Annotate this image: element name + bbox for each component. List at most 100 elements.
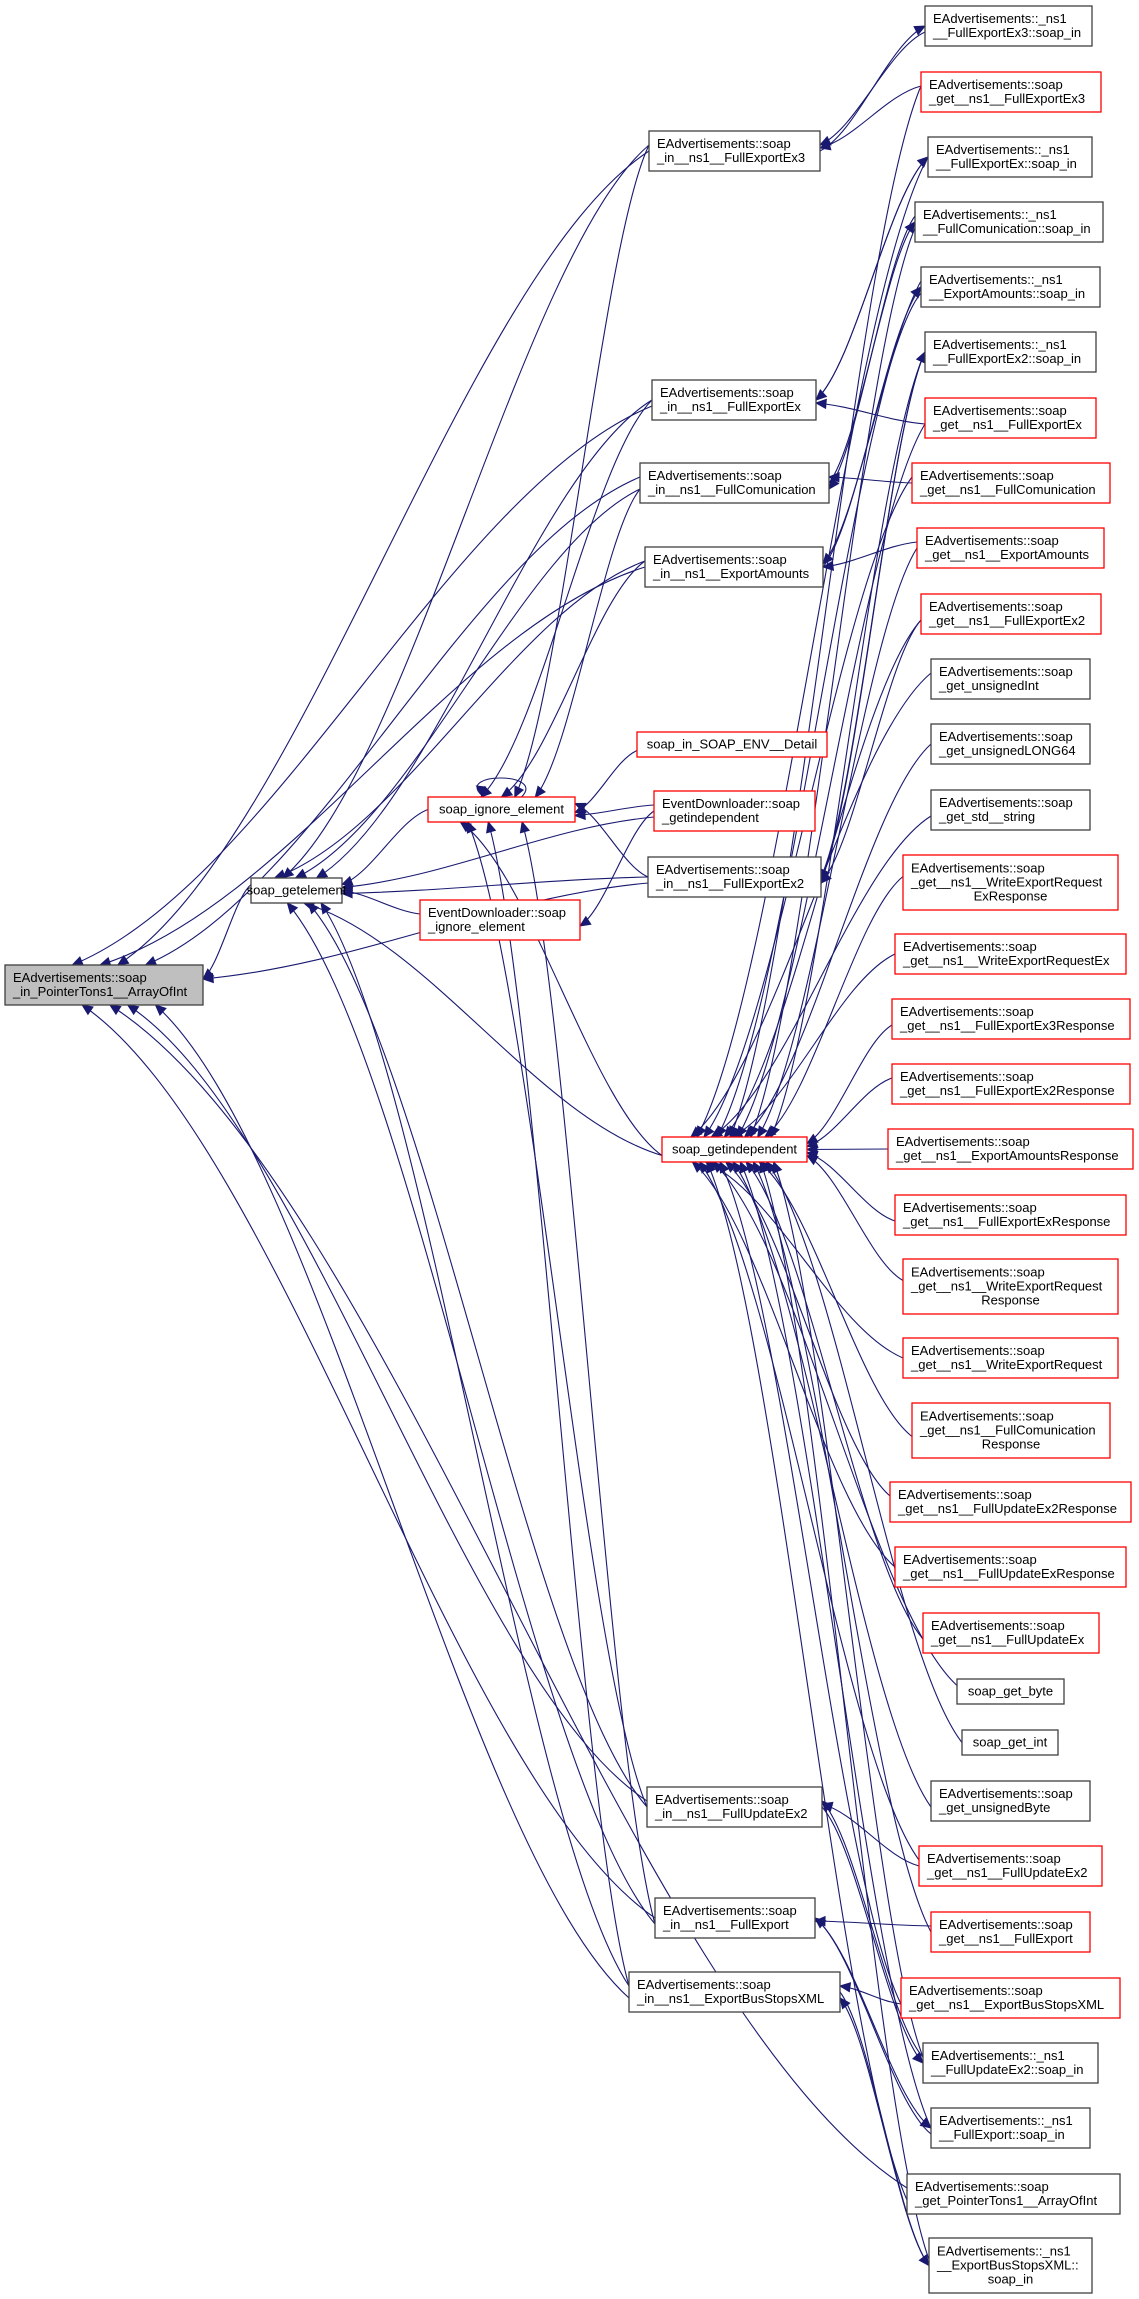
node-getelement[interactable]: soap_getelement [247, 877, 347, 904]
node-r-get-writeexportrequestresponse[interactable]: EAdvertisements::soap_get__ns1__WriteExp… [902, 1258, 1119, 1315]
node-box[interactable] [930, 658, 1091, 700]
node-root[interactable]: EAdvertisements::soap_in_PointerTons1__A… [4, 964, 204, 1006]
node-r-exportamounts-soapin[interactable]: EAdvertisements::_ns1__ExportAmounts::so… [920, 266, 1101, 308]
node-box[interactable] [4, 964, 204, 1006]
node-r-get-pointertons1-arrayofint[interactable]: EAdvertisements::soap_get_PointerTons1__… [906, 2173, 1121, 2215]
node-box[interactable] [930, 789, 1091, 831]
node-box[interactable] [924, 397, 1097, 439]
node-r-fullexport-soapin[interactable]: EAdvertisements::_ns1__FullExport::soap_… [930, 2107, 1091, 2149]
node-r-fullexportex3-soapin[interactable]: EAdvertisements::_ns1__FullExportEx3::so… [924, 5, 1093, 47]
node-box[interactable] [894, 1546, 1127, 1588]
node-r-get-writeexportrequestexresponse[interactable]: EAdvertisements::soap_get__ns1__WriteExp… [902, 854, 1119, 911]
node-r-get-exportamountsresponse[interactable]: EAdvertisements::soap_get__ns1__ExportAm… [887, 1128, 1134, 1170]
node-box[interactable] [920, 71, 1102, 113]
node-box[interactable] [639, 462, 830, 504]
node-r-get-unsignedlong64[interactable]: EAdvertisements::soap_get_unsignedLONG64 [930, 723, 1091, 765]
node-r-fullexportex2-soapin[interactable]: EAdvertisements::_ns1__FullExportEx2::so… [924, 331, 1097, 373]
node-box[interactable] [654, 1897, 816, 1939]
node-in-exportamounts[interactable]: EAdvertisements::soap_in__ns1__ExportAmo… [644, 546, 824, 588]
node-box[interactable] [250, 877, 343, 904]
node-box[interactable] [911, 462, 1111, 504]
node-box[interactable] [928, 2237, 1093, 2294]
node-box[interactable] [914, 201, 1104, 243]
node-box[interactable] [648, 130, 821, 172]
node-r-get-fullexportex3[interactable]: EAdvertisements::soap_get__ns1__FullExpo… [920, 71, 1102, 113]
node-box[interactable] [922, 2042, 1099, 2084]
node-box[interactable] [894, 933, 1127, 975]
node-in-fullexportex[interactable]: EAdvertisements::soap_in__ns1__FullExpor… [651, 379, 817, 421]
node-r-get-writeexportrequest[interactable]: EAdvertisements::soap_get__ns1__WriteExp… [902, 1337, 1119, 1379]
node-box[interactable] [918, 1845, 1103, 1887]
node-r-get-unsignedbyte[interactable]: EAdvertisements::soap_get_unsignedByte [930, 1780, 1091, 1822]
node-r-get-fullupdateex2[interactable]: EAdvertisements::soap_get__ns1__FullUpda… [918, 1845, 1103, 1887]
node-r-get-fullupdateex[interactable]: EAdvertisements::soap_get__ns1__FullUpda… [922, 1612, 1100, 1654]
node-r-get-exportbusstopsxml[interactable]: EAdvertisements::soap_get__ns1__ExportBu… [900, 1977, 1121, 2019]
node-box[interactable] [902, 854, 1119, 911]
node-box[interactable] [902, 1258, 1119, 1315]
node-box[interactable] [930, 1911, 1091, 1953]
node-r-get-writeexportrequestex[interactable]: EAdvertisements::soap_get__ns1__WriteExp… [894, 933, 1127, 975]
node-box[interactable] [916, 527, 1105, 569]
node-in-fullexportex2[interactable]: EAdvertisements::soap_in__ns1__FullExpor… [647, 856, 822, 898]
node-box[interactable] [427, 796, 576, 823]
node-r-get-fullcomunication[interactable]: EAdvertisements::soap_get__ns1__FullComu… [911, 462, 1111, 504]
node-r-fullupdateex2-soapin[interactable]: EAdvertisements::_ns1__FullUpdateEx2::so… [922, 2042, 1099, 2084]
node-box[interactable] [930, 1780, 1091, 1822]
node-box[interactable] [922, 1612, 1100, 1654]
node-r-get-fullexportex2response[interactable]: EAdvertisements::soap_get__ns1__FullExpo… [891, 1063, 1131, 1105]
node-in-fullcomunication[interactable]: EAdvertisements::soap_in__ns1__FullComun… [639, 462, 830, 504]
node-r-get-unsignedint[interactable]: EAdvertisements::soap_get_unsignedInt [930, 658, 1091, 700]
node-box[interactable] [647, 856, 822, 898]
node-box[interactable] [419, 899, 581, 941]
node-box[interactable] [900, 1977, 1121, 2019]
node-box[interactable] [891, 1063, 1131, 1105]
node-r-get-fullexportex[interactable]: EAdvertisements::soap_get__ns1__FullExpo… [924, 397, 1097, 439]
node-r-get-fullcomunicationresponse[interactable]: EAdvertisements::soap_get__ns1__FullComu… [911, 1402, 1111, 1459]
node-box[interactable] [651, 379, 817, 421]
node-box[interactable] [646, 1786, 823, 1828]
node-r-get-fullexportexresponse[interactable]: EAdvertisements::soap_get__ns1__FullExpo… [894, 1194, 1127, 1236]
node-in-fullupdateex2[interactable]: EAdvertisements::soap_in__ns1__FullUpdat… [646, 1786, 823, 1828]
node-r-get-int[interactable]: soap_get_int [961, 1729, 1059, 1756]
node-in-fullexport[interactable]: EAdvertisements::soap_in__ns1__FullExpor… [654, 1897, 816, 1939]
node-box[interactable] [644, 546, 824, 588]
node-box[interactable] [911, 1402, 1111, 1459]
node-box[interactable] [927, 136, 1093, 178]
node-in-exportbusstopsxml[interactable]: EAdvertisements::soap_in__ns1__ExportBus… [628, 1971, 841, 2013]
node-box[interactable] [887, 1128, 1134, 1170]
node-box[interactable] [920, 593, 1102, 635]
node-box[interactable] [906, 2173, 1121, 2215]
node-r-get-fullexportex2[interactable]: EAdvertisements::soap_get__ns1__FullExpo… [920, 593, 1102, 635]
node-r-fullcomunication-soapin[interactable]: EAdvertisements::_ns1__FullComunication:… [914, 201, 1104, 243]
node-box[interactable] [920, 266, 1101, 308]
node-r-exportbusstopsxml-soapin[interactable]: EAdvertisements::_ns1__ExportBusStopsXML… [928, 2237, 1093, 2294]
node-ignore-element[interactable]: soap_ignore_element [427, 796, 576, 823]
node-box[interactable] [661, 1136, 808, 1163]
node-box[interactable] [894, 1194, 1127, 1236]
node-env-detail[interactable]: soap_in_SOAP_ENV__Detail [636, 731, 828, 758]
node-r-get-fullexportex3response[interactable]: EAdvertisements::soap_get__ns1__FullExpo… [891, 998, 1131, 1040]
node-box[interactable] [924, 5, 1093, 47]
node-r-get-fullupdateexresponse[interactable]: EAdvertisements::soap_get__ns1__FullUpda… [894, 1546, 1127, 1588]
node-r-fullexportex-soapin[interactable]: EAdvertisements::_ns1__FullExportEx::soa… [927, 136, 1093, 178]
node-ed-ignore-element[interactable]: EventDownloader::soap_ignore_element [419, 899, 581, 941]
node-r-get-fullupdateex2response[interactable]: EAdvertisements::soap_get__ns1__FullUpda… [889, 1481, 1132, 1523]
node-box[interactable] [902, 1337, 1119, 1379]
node-r-get-byte[interactable]: soap_get_byte [956, 1678, 1065, 1705]
node-ed-getindependent[interactable]: EventDownloader::soap_getindependent [653, 790, 816, 832]
node-r-get-std-string[interactable]: EAdvertisements::soap_get_std__string [930, 789, 1091, 831]
node-box[interactable] [930, 2107, 1091, 2149]
node-box[interactable] [889, 1481, 1132, 1523]
node-getindependent[interactable]: soap_getindependent [661, 1136, 808, 1163]
node-box[interactable] [961, 1729, 1059, 1756]
node-r-get-exportamounts[interactable]: EAdvertisements::soap_get__ns1__ExportAm… [916, 527, 1105, 569]
node-box[interactable] [930, 723, 1091, 765]
node-box[interactable] [653, 790, 816, 832]
node-box[interactable] [628, 1971, 841, 2013]
node-box[interactable] [636, 731, 828, 758]
node-box[interactable] [891, 998, 1131, 1040]
node-in-fullexportex3[interactable]: EAdvertisements::soap_in__ns1__FullExpor… [648, 130, 821, 172]
node-r-get-fullexport[interactable]: EAdvertisements::soap_get__ns1__FullExpo… [930, 1911, 1091, 1953]
node-box[interactable] [924, 331, 1097, 373]
node-box[interactable] [956, 1678, 1065, 1705]
